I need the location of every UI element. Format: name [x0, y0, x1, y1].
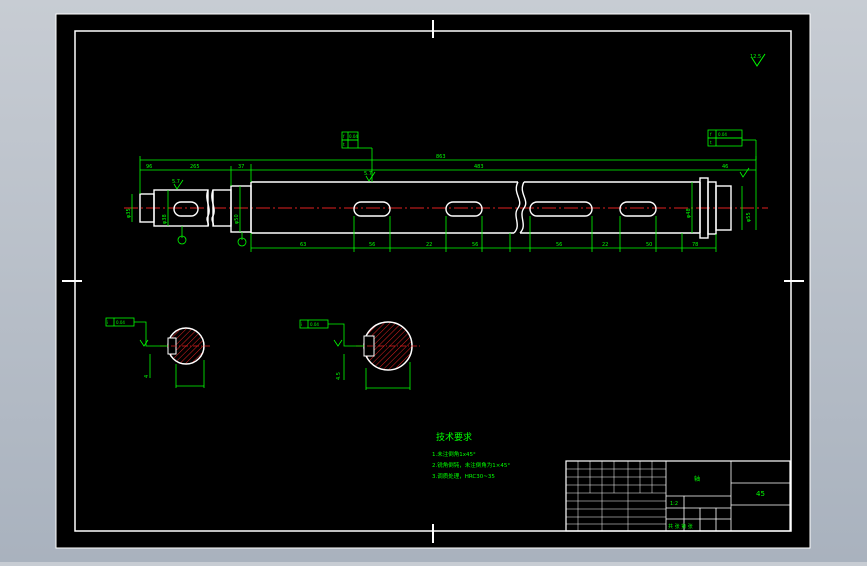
svg-text:56: 56 — [556, 242, 562, 248]
svg-text:56: 56 — [472, 242, 478, 248]
svg-text:22: 22 — [426, 242, 432, 248]
roughness-symbol: 12.5 — [750, 53, 766, 67]
svg-text:i: i — [107, 320, 108, 325]
svg-text:f: f — [710, 132, 712, 137]
svg-text:φ55: φ55 — [746, 212, 752, 222]
svg-text:φ35: φ35 — [126, 208, 132, 218]
drawing-sheet — [55, 13, 811, 549]
svg-text:0.04: 0.04 — [116, 320, 125, 325]
dimension-text: 863 483 96 265 37 46 63 56 22 56 56 22 5… — [126, 154, 752, 248]
svg-text:46: 46 — [722, 164, 728, 170]
sheet-label: 共 张 第 张 — [668, 523, 693, 530]
svg-text:56: 56 — [369, 242, 375, 248]
shaft-view: 5.7 5.7 863 483 96 265 37 46 63 56 22 56… — [124, 129, 768, 252]
material: 45 — [756, 490, 765, 498]
svg-text:483: 483 — [474, 164, 484, 170]
svg-text:φ50: φ50 — [234, 214, 240, 224]
svg-text:f: f — [343, 134, 345, 139]
svg-text:863: 863 — [436, 154, 446, 160]
svg-text:t: t — [343, 142, 345, 147]
surface-finish-values: 5.7 5.7 — [172, 171, 372, 185]
svg-text:4: 4 — [144, 375, 150, 378]
svg-text:22: 22 — [602, 242, 608, 248]
title-block: 轴 45 1:2 共 张 第 张 — [565, 460, 791, 532]
svg-text:0.04: 0.04 — [718, 132, 727, 137]
svg-text:5.7: 5.7 — [364, 171, 372, 177]
svg-text:96: 96 — [146, 164, 152, 170]
svg-text:4.5: 4.5 — [336, 372, 342, 380]
svg-text:0.04: 0.04 — [349, 134, 358, 139]
part-name: 轴 — [694, 475, 700, 483]
scale: 1:2 — [670, 501, 678, 507]
tolerance-frame-right: f 0.04 t — [707, 129, 743, 147]
svg-text:63: 63 — [300, 242, 306, 248]
svg-text:i: i — [301, 322, 302, 327]
svg-text:φ48: φ48 — [686, 208, 692, 218]
section-view-right: i 0.04 4.5 — [299, 319, 420, 390]
section-view-left: i 0.04 4 — [105, 317, 212, 388]
svg-text:12.5: 12.5 — [750, 54, 761, 60]
datum-markers — [177, 235, 247, 247]
tech-title: 技术要求 — [436, 431, 472, 443]
dimension-lines — [131, 139, 757, 252]
tech-note: 1.未注倒角1x45° — [432, 450, 476, 458]
centering-marks — [62, 20, 804, 543]
surface-finish-marks — [173, 167, 750, 190]
svg-text:t: t — [710, 140, 712, 145]
tech-note: 2.锐角倒钝，未注倒角为1×45° — [432, 461, 510, 469]
svg-text:φ38: φ38 — [162, 214, 168, 224]
svg-text:5.7: 5.7 — [172, 179, 180, 185]
svg-text:265: 265 — [190, 164, 200, 170]
svg-text:0.04: 0.04 — [310, 322, 319, 327]
keyways — [173, 201, 657, 217]
technical-requirements: 技术要求 1.未注倒角1x45° 2.锐角倒钝，未注倒角为1×45° 3.调质处… — [432, 431, 510, 480]
svg-text:78: 78 — [692, 242, 698, 248]
tech-note: 3.调质处理，HRC30~35 — [432, 472, 495, 480]
shaft-outline — [139, 177, 732, 239]
svg-text:50: 50 — [646, 242, 652, 248]
tolerance-frame-middle: f 0.04 t — [341, 131, 359, 149]
svg-text:37: 37 — [238, 164, 244, 170]
